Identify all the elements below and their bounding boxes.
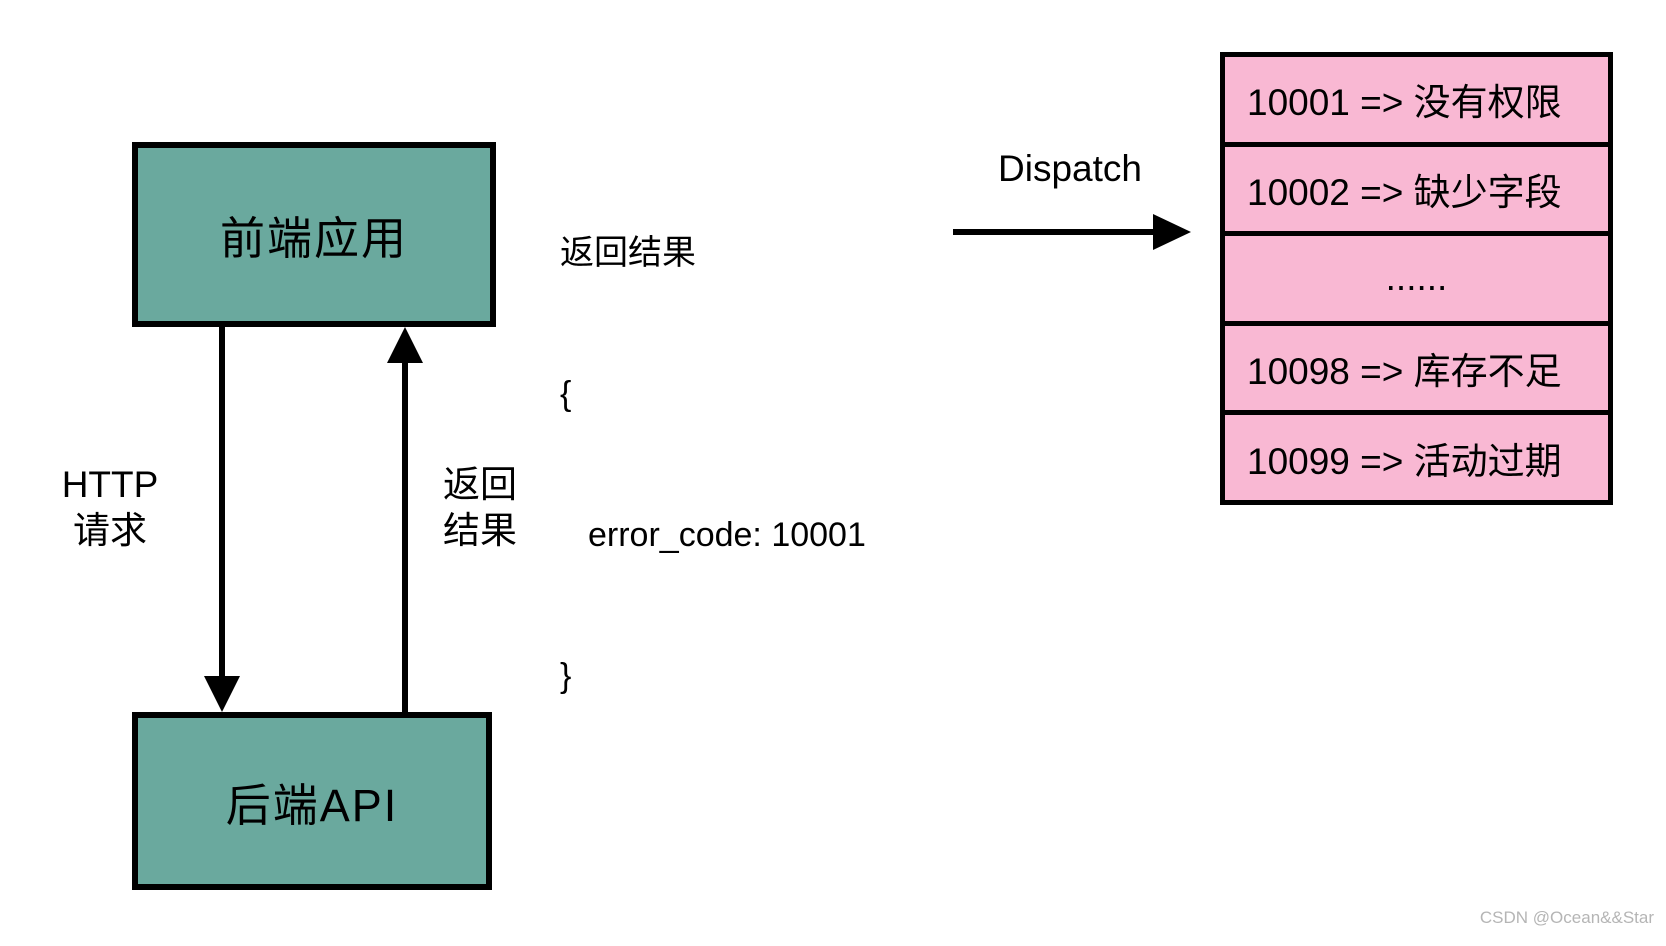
arrow-down-icon — [204, 676, 240, 712]
table-row-text: 10001 => 没有权限 — [1247, 82, 1562, 124]
backend-api-label: 后端API — [225, 779, 399, 831]
table-row-text: 10002 => 缺少字段 — [1247, 171, 1562, 213]
table-row-ellipsis: ...... — [1225, 231, 1608, 321]
response-payload: 返回结果 { error_code: 10001 } — [560, 136, 866, 794]
frontend-app-node: 前端应用 — [132, 142, 496, 327]
table-row-text: 10098 => 库存不足 — [1247, 351, 1562, 393]
http-request-label: HTTP 请求 — [30, 462, 190, 554]
watermark: CSDN @Ocean&&Star — [1479, 908, 1654, 927]
response-payload-body: error_code: 10001 — [588, 516, 866, 554]
return-result-label: 返回 结果 — [420, 462, 540, 554]
backend-api-node: 后端API — [132, 712, 492, 890]
dispatch-label: Dispatch — [998, 148, 1142, 189]
table-row: 10002 => 缺少字段 — [1225, 141, 1608, 232]
return-result-label-line2: 结果 — [443, 510, 517, 551]
return-result-label-line1: 返回 — [443, 464, 517, 505]
http-request-label-line1: HTTP — [61, 464, 159, 505]
table-row-text: 10099 => 活动过期 — [1247, 440, 1562, 482]
arrow-up-icon — [387, 327, 423, 363]
response-payload-title: 返回结果 — [560, 234, 696, 272]
table-row: 10099 => 活动过期 — [1225, 410, 1608, 500]
arrow-right-icon — [1153, 214, 1191, 250]
table-row: 10098 => 库存不足 — [1225, 320, 1608, 411]
dispatch-arrow-line — [953, 229, 1155, 235]
response-payload-open-brace: { — [560, 375, 572, 413]
http-request-arrow-line — [219, 325, 225, 679]
table-row-text: ...... — [1385, 257, 1448, 299]
http-request-label-line2: 请求 — [73, 510, 147, 551]
frontend-app-label: 前端应用 — [219, 213, 408, 264]
table-row: 10001 => 没有权限 — [1225, 57, 1608, 142]
response-payload-close-brace: } — [560, 657, 572, 695]
return-result-arrow-line — [402, 360, 408, 712]
error-code-table: 10001 => 没有权限 10002 => 缺少字段 ...... 10098… — [1220, 52, 1613, 505]
